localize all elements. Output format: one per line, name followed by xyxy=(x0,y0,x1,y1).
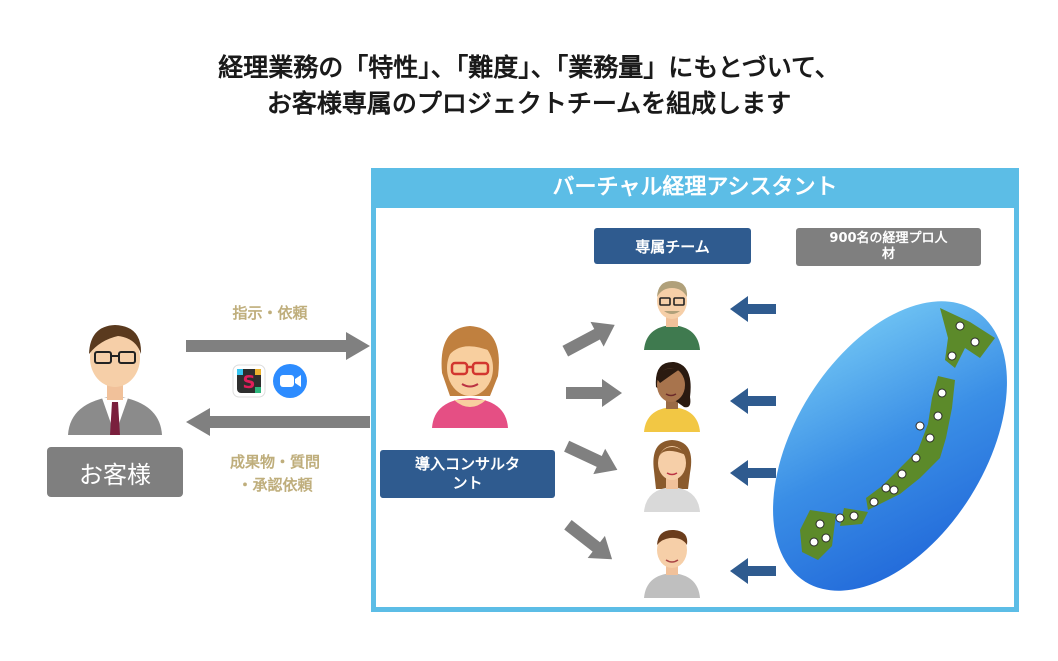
return-label-line1: 成果物・質問 xyxy=(229,453,320,471)
slack-icon: S xyxy=(232,364,266,398)
team-member-3-icon xyxy=(644,440,700,512)
fanout-arrow-4 xyxy=(564,520,613,560)
consultant-avatar-icon xyxy=(432,326,508,428)
pool-arrow-1 xyxy=(730,296,776,322)
pool-arrow-4 xyxy=(730,558,776,584)
request-arrow xyxy=(186,332,370,360)
team-member-4-icon xyxy=(644,529,700,598)
return-label-line2: ・承認依頼 xyxy=(237,476,313,494)
zoom-icon xyxy=(273,364,307,398)
page-title-line2: お客様専属のプロジェクトチームを組成します xyxy=(266,89,792,118)
team-member-2-icon xyxy=(644,361,700,432)
request-label: 指示・依頼 xyxy=(232,304,308,322)
fanout-arrow-3 xyxy=(564,440,618,475)
pool-arrow-3 xyxy=(730,460,776,486)
page-title-line1: 経理業務の「特性」、「難度」、「業務量」にもとづいて、 xyxy=(218,53,840,82)
consultant-label-line2: ント xyxy=(452,474,483,492)
customer-avatar-icon xyxy=(68,325,162,435)
customer-label: お客様 xyxy=(47,447,183,497)
consultant-label-line1: 導入コンサルタ xyxy=(414,455,520,473)
svg-text:S: S xyxy=(243,372,256,393)
consultant-label: 導入コンサルタ ント xyxy=(380,450,555,498)
japan-map-icon xyxy=(773,301,1007,591)
expert-pool-label: 900名の経理プロ人 材 xyxy=(796,228,981,266)
panel-title: バーチャル経理アシスタント xyxy=(371,168,1019,208)
fanout-arrow-1 xyxy=(562,321,615,357)
return-arrow xyxy=(186,408,370,436)
dedicated-team-label: 専属チーム xyxy=(594,228,751,264)
fanout-arrow-2 xyxy=(566,379,622,407)
team-member-1-icon xyxy=(644,281,700,350)
pool-arrow-2 xyxy=(730,388,776,414)
